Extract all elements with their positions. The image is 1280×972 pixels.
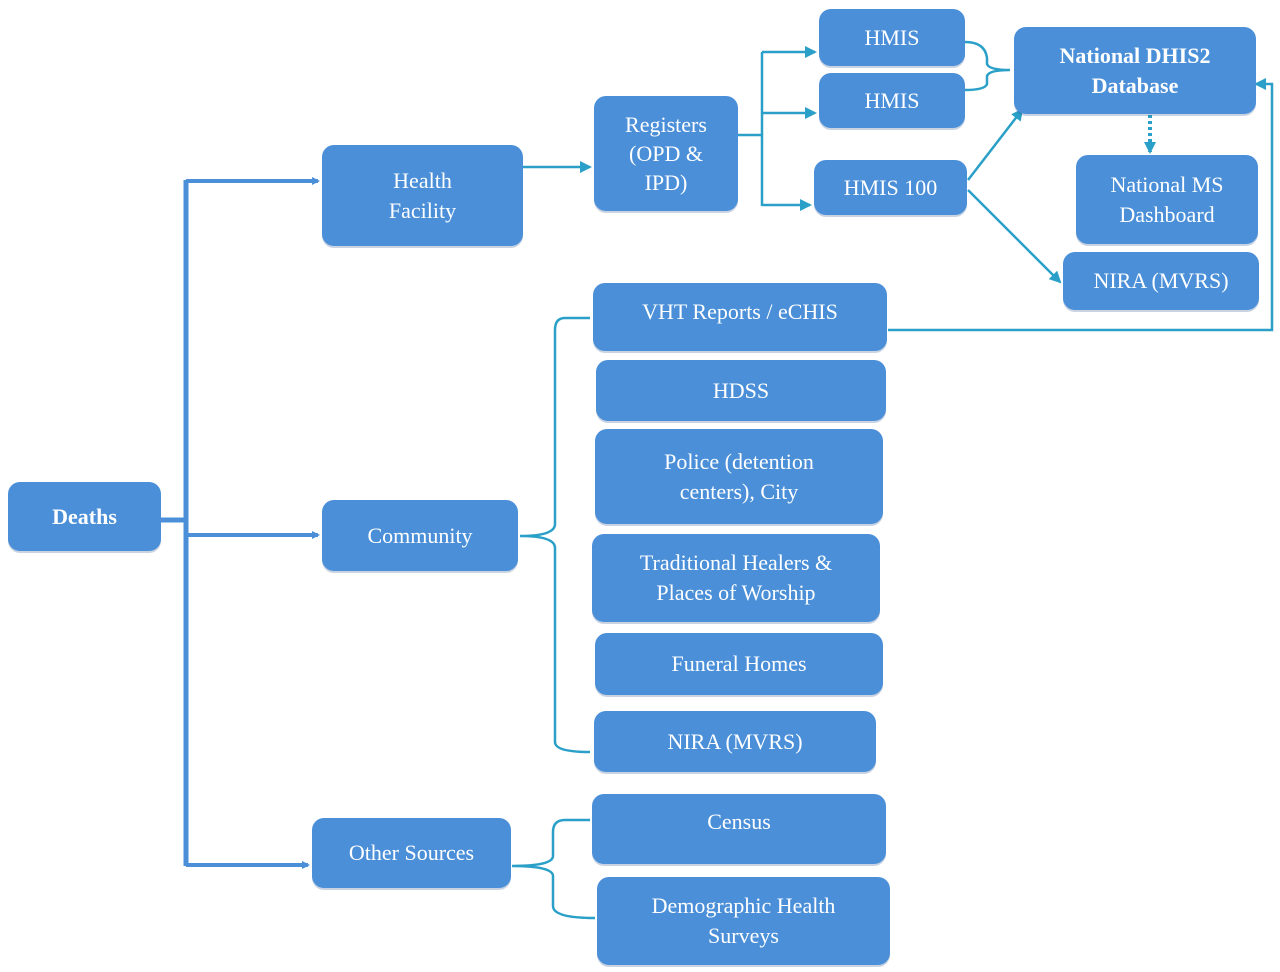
other-sources-bracket	[511, 818, 596, 920]
national-dhis2-label: National DHIS2 Database	[1059, 42, 1211, 98]
national-ms-dashboard-node: National MS Dashboard	[1076, 155, 1258, 244]
community-label: Community	[367, 522, 473, 548]
community-bracket	[519, 316, 591, 754]
vht-reports-node: VHT Reports / eCHIS	[593, 283, 887, 351]
health-facility-node: Health Facility	[322, 145, 523, 246]
nira-top-label: NIRA (MVRS)	[1093, 268, 1229, 293]
deaths-node: Deaths	[8, 482, 161, 551]
census-node: Census	[592, 794, 886, 864]
community-node: Community	[322, 500, 518, 571]
other-sources-node: Other Sources	[312, 818, 511, 888]
arrow-hmis-100-to-nira	[967, 189, 1062, 284]
demographic-health-surveys-label: Demographic Health Surveys	[651, 893, 836, 948]
nira-community-node: NIRA (MVRS)	[594, 711, 876, 772]
traditional-healers-node: Traditional Healers & Places of Worship	[592, 534, 880, 622]
hmis-1-label: HMIS	[864, 24, 920, 50]
national-ms-dashboard-label: National MS Dashboard	[1110, 171, 1224, 227]
health-facility-label: Health Facility	[388, 167, 457, 223]
traditional-healers-label: Traditional Healers & Places of Worship	[639, 550, 833, 605]
police-label: Police (detention centers), City	[664, 448, 814, 504]
registers-label: Registers (OPD & IPD)	[625, 112, 707, 195]
vht-reports-label: VHT Reports / eCHIS	[642, 299, 838, 324]
arrow-vht-to-dhis2	[888, 78, 1274, 332]
hmis-2-node: HMIS	[819, 73, 965, 128]
national-dhis2-node: National DHIS2 Database	[1014, 27, 1256, 114]
deaths-trunk	[160, 180, 189, 866]
hmis-2-label: HMIS	[864, 87, 920, 113]
registers-node: Registers (OPD & IPD)	[594, 96, 738, 211]
hmis-100-label: HMIS 100	[843, 174, 938, 200]
other-sources-label: Other Sources	[348, 840, 475, 865]
hmis-100-node: HMIS 100	[814, 160, 967, 215]
police-node: Police (detention centers), City	[595, 429, 883, 524]
funeral-homes-node: Funeral Homes	[595, 633, 883, 695]
hdss-node: HDSS	[596, 360, 886, 421]
nira-top-node: NIRA (MVRS)	[1063, 252, 1259, 310]
deaths-label: Deaths	[52, 503, 117, 529]
demographic-health-surveys-node: Demographic Health Surveys	[597, 877, 890, 965]
arrow-hmis-100-to-dhis2	[967, 108, 1024, 181]
census-label: Census	[707, 809, 771, 834]
nira-community-label: NIRA (MVRS)	[667, 728, 803, 754]
funeral-homes-label: Funeral Homes	[671, 651, 807, 676]
hdss-label: HDSS	[712, 377, 770, 403]
hmis-brace	[964, 40, 1011, 92]
hmis-1-node: HMIS	[819, 9, 965, 66]
